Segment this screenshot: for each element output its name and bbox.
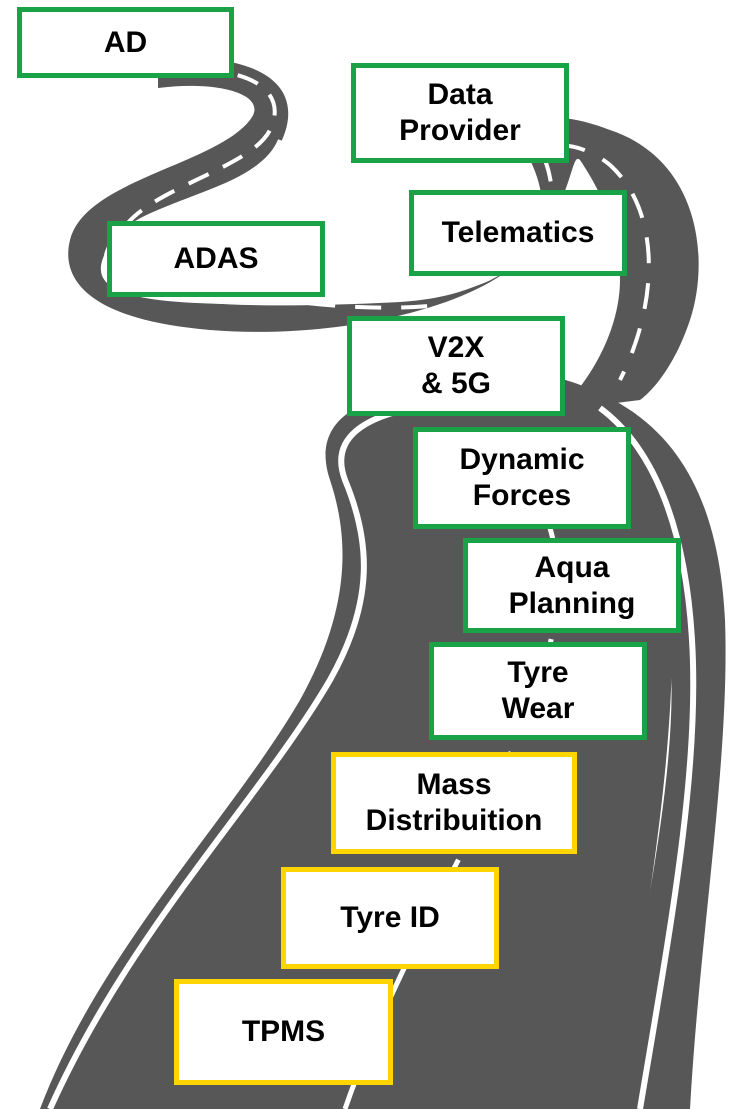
stage-box-ad: AD [17,7,234,78]
road-left-edge [47,402,431,1109]
stage-box-data-provider: Data Provider [351,63,569,163]
stage-box-telematics: Telematics [409,190,627,276]
stage-box-tyre-wear: Tyre Wear [429,642,647,740]
stage-box-adas: ADAS [107,221,325,297]
road-right-edge [598,405,697,1109]
stage-box-v2x-5g: V2X & 5G [347,316,565,416]
stage-box-mass-distribuition: Mass Distribuition [331,752,577,854]
stage-box-tpms: TPMS [174,979,393,1085]
road-center-line-top [118,68,277,236]
stage-box-tyre-id: Tyre ID [281,867,499,969]
stage-box-dynamic-forces: Dynamic Forces [413,427,631,529]
stage-box-aqua-planning: Aqua Planning [463,538,681,633]
